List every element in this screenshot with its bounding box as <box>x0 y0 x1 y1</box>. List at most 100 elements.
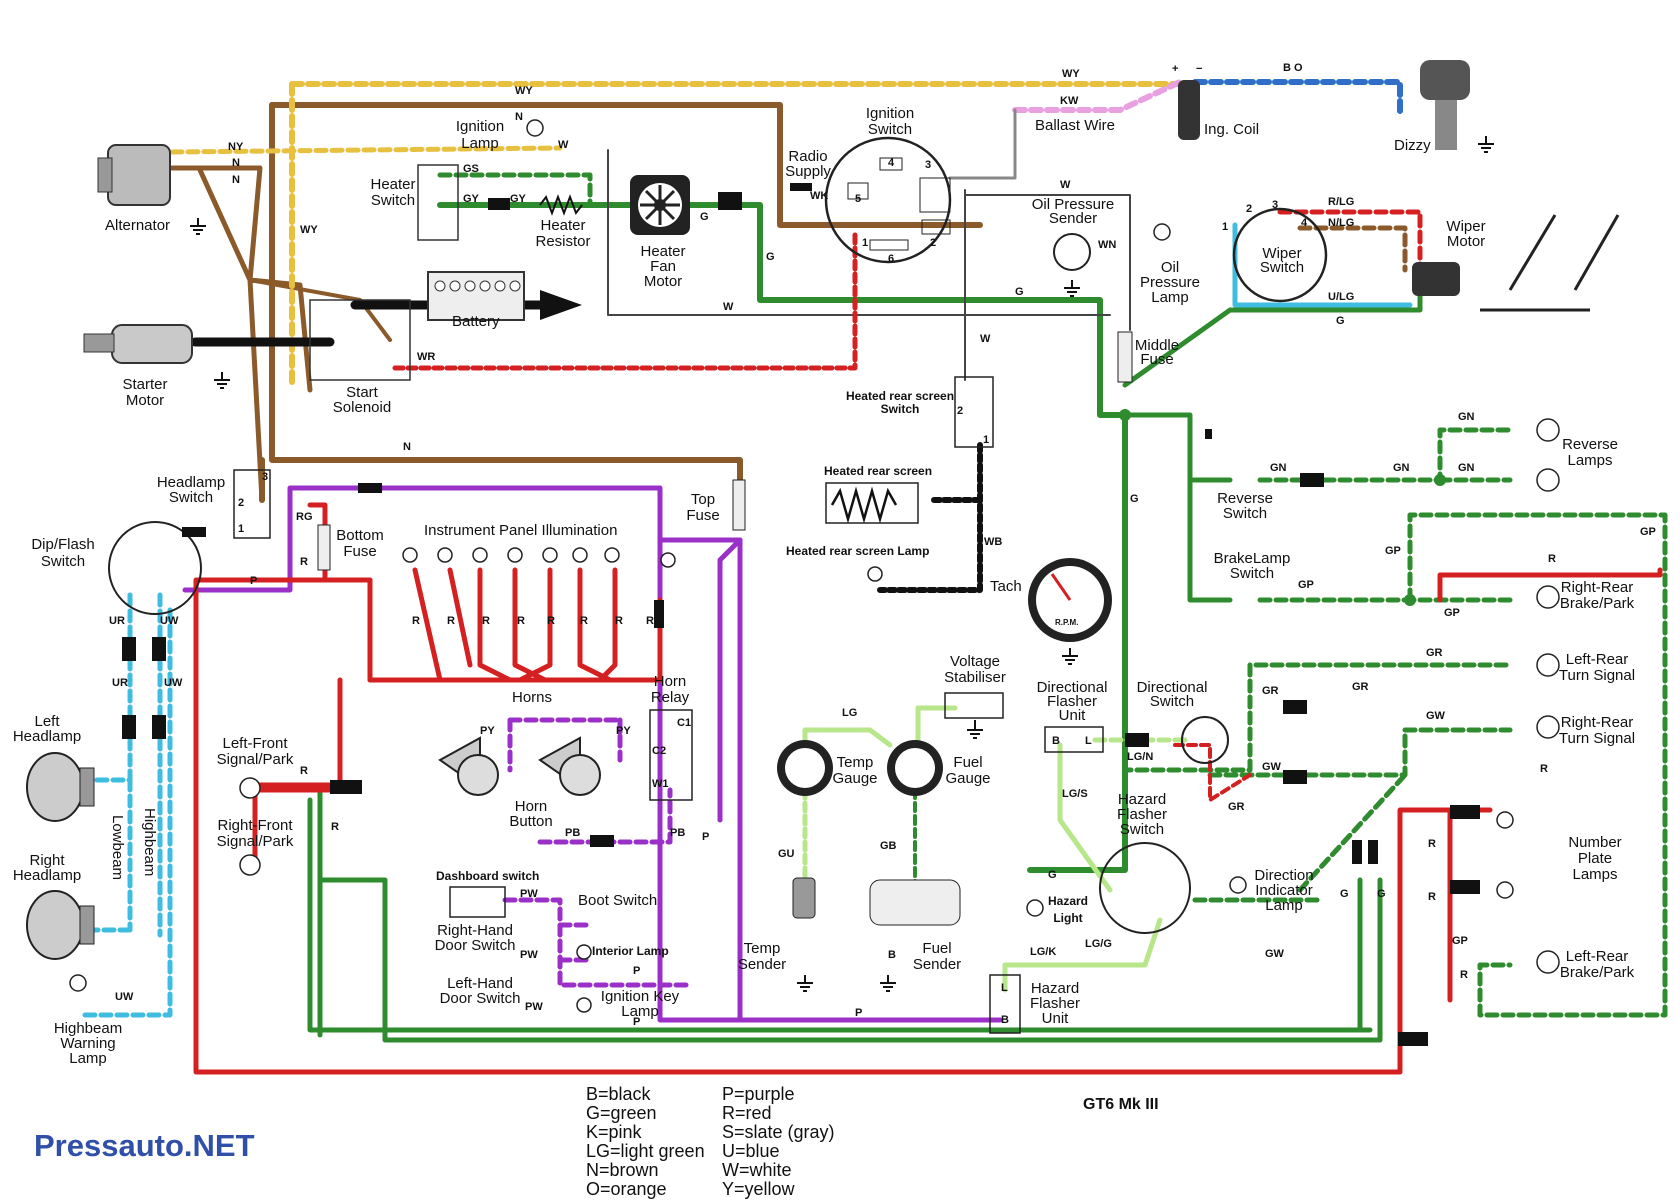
label-heated-rear-screen: Heated rear screen <box>824 464 932 478</box>
terminal-b-flasher: B <box>1052 735 1060 747</box>
label-battery: Battery <box>452 313 500 330</box>
wire-code: GR <box>1228 801 1245 813</box>
wire-code: N <box>515 111 523 123</box>
terminal-6: 6 <box>888 253 894 265</box>
heated-rear-screen-icon <box>825 482 919 524</box>
wire-code: GP <box>1444 607 1460 619</box>
wire-code: LG/K <box>1030 946 1056 958</box>
brand-watermark[interactable]: Pressauto.NET <box>34 1128 255 1163</box>
wire-code: W <box>980 333 991 345</box>
legend-item: LG=light green <box>586 1141 705 1161</box>
connector-block <box>152 715 166 739</box>
wire-code: R <box>517 615 525 627</box>
wire-code: R <box>646 615 654 627</box>
alternator-icon <box>97 144 171 206</box>
color-legend-right: P=purple R=red S=slate (gray) U=blue W=w… <box>722 1085 835 1199</box>
terminal-w1: W1 <box>652 778 669 790</box>
junction-nodes <box>1119 409 1446 606</box>
terminal-1: 1 <box>862 237 868 249</box>
wire-code: GW <box>1262 761 1282 773</box>
wire-code: GP <box>1452 935 1468 947</box>
connector-block <box>1352 840 1362 864</box>
left-headlamp-icon <box>26 752 95 822</box>
terminal-hs1: 1 <box>238 523 244 535</box>
bulb-icon <box>1536 585 1560 609</box>
wire-code: R <box>547 615 555 627</box>
wire-code: GN <box>1458 411 1475 423</box>
wire-code: UR <box>112 677 128 689</box>
wire-code: R <box>1548 553 1556 565</box>
wire-code: G <box>1336 315 1345 327</box>
wire-white-oil <box>964 194 1131 331</box>
fuel-gauge-icon <box>887 740 943 796</box>
wire-code: G <box>1340 888 1349 900</box>
wire-kw <box>1012 79 1183 113</box>
wire-code: RG <box>296 511 313 523</box>
wire-code: N <box>232 174 240 186</box>
wire-code: PY <box>480 725 495 737</box>
bulb-icon <box>402 547 418 563</box>
wire-code: P <box>855 1007 862 1019</box>
wire-code: GW <box>1265 948 1285 960</box>
terminal-c1: C1 <box>677 717 691 729</box>
battery-icon <box>427 271 582 321</box>
connector-block <box>182 527 206 537</box>
wire-code: R <box>1460 969 1468 981</box>
bulb-icon <box>526 119 544 137</box>
terminal-hs3: 3 <box>262 471 268 483</box>
wire-code: P <box>250 575 257 587</box>
wire-code: WY <box>300 224 318 236</box>
bulb-icon <box>1536 468 1560 492</box>
wire-purple-horn <box>507 717 673 845</box>
bulb-icon <box>239 777 261 799</box>
wire-code: LG/N <box>1127 751 1153 763</box>
voltage-stabiliser-box <box>944 692 1004 719</box>
wire-green-bottom2 <box>307 797 1373 1033</box>
wire-code: WY <box>1062 68 1080 80</box>
label-dashboard-switch: Dashboard switch <box>436 869 539 883</box>
bulb-icon <box>437 547 453 563</box>
wire-code: R/LG <box>1328 196 1354 208</box>
horn-relay-box <box>649 709 693 801</box>
color-legend-left: B=black G=green K=pink LG=light green N=… <box>586 1085 705 1199</box>
wire-code: UW <box>115 991 134 1003</box>
connector-block <box>1450 805 1480 819</box>
bulb-icon <box>572 547 588 563</box>
wire-code: B O <box>1283 62 1303 74</box>
wire-code: GN <box>1393 462 1410 474</box>
bulb-icon <box>576 944 592 960</box>
ground-icon <box>1478 136 1494 153</box>
wire-code: GN <box>1458 462 1475 474</box>
ground-icon <box>967 720 983 739</box>
start-solenoid-box <box>309 299 411 381</box>
dip-flash-switch-icon <box>108 521 202 615</box>
wire-code: KW <box>1060 95 1079 107</box>
wire-code: GS <box>463 163 479 175</box>
tach-rpm: R.P.M. <box>1055 618 1078 627</box>
bulb-icon <box>1536 653 1560 677</box>
top-fuse-icon <box>732 479 746 531</box>
distributor-icon <box>1420 60 1470 150</box>
connector-blocks <box>122 183 1480 1046</box>
wire-lgk <box>1002 917 1163 993</box>
terminal-wp3: 3 <box>1272 199 1278 211</box>
heater-resistor-icon <box>539 194 583 216</box>
wire-code: U/LG <box>1328 291 1354 303</box>
junction-node <box>1119 409 1131 421</box>
right-headlamp-icon <box>26 890 95 960</box>
heated-rear-screen-switch-box <box>954 376 994 448</box>
wire-code: LG <box>842 707 857 719</box>
terminal-hr1: 1 <box>983 434 989 446</box>
